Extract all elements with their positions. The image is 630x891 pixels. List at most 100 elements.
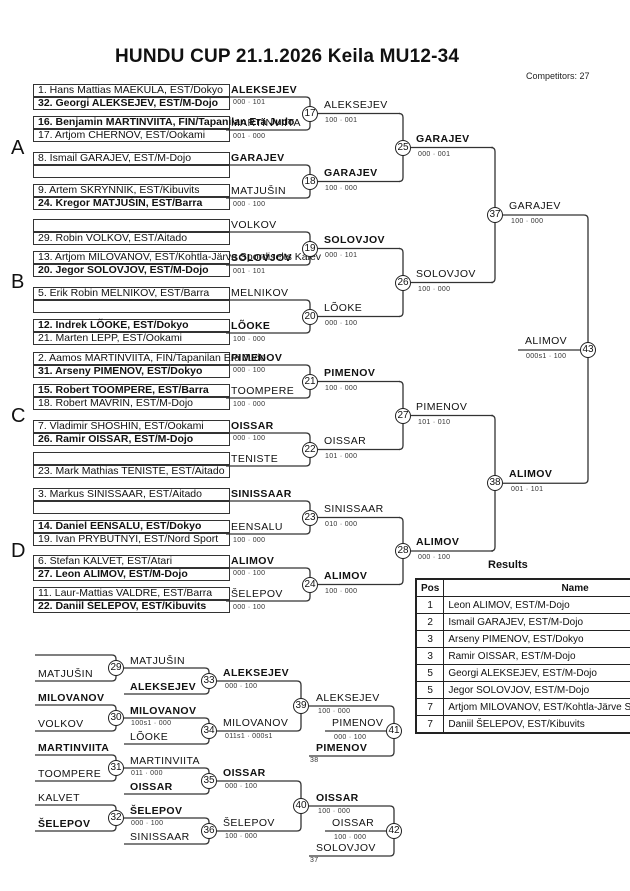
- match-number-circle: 36: [201, 823, 217, 839]
- bronze-top: ALEKSEJEV: [316, 692, 380, 704]
- competitor-entry: 11. Laur-Mattias VALDRE, EST/Barra: [33, 587, 230, 600]
- result-pos: 7: [415, 715, 445, 734]
- round1-top-name: MELNIKOV: [231, 287, 289, 299]
- round1-bottom-score: 000 · 100: [233, 604, 266, 611]
- bronze-winner-score: 100 · 000: [334, 834, 367, 841]
- competitor-entry: 29. Robin VOLKOV, EST/Aitado: [33, 232, 230, 245]
- competitor-entry: 23. Mark Mathias TENISTE, EST/Aitado: [33, 465, 230, 478]
- repechage-r1-bottom: VOLKOV: [38, 718, 84, 730]
- result-pos: 3: [415, 630, 445, 648]
- match-number-circle: 35: [201, 773, 217, 789]
- result-name: Daniil ŠELEPOV, EST/Kibuvits: [443, 715, 630, 734]
- repechage-r1-top: KALVET: [38, 792, 80, 804]
- bronze-bottom: PIMENOV: [316, 742, 368, 754]
- match-number-circle: 30: [108, 710, 124, 726]
- competitor-entry: 26. Ramir OISSAR, EST/M-Dojo: [33, 433, 230, 446]
- bronze-winner: OISSAR: [332, 817, 375, 829]
- bronze-ref-number: 38: [310, 757, 319, 764]
- pool-label-d: D: [11, 540, 26, 562]
- match-number-circle: 27: [395, 407, 411, 424]
- result-name: Artjom MILOVANOV, EST/Kohtla-Järve Spord…: [443, 698, 630, 716]
- match-number-circle: 31: [108, 760, 124, 776]
- bronze-winner-score: 000 · 100: [334, 734, 367, 741]
- match-number-circle: 38: [487, 475, 503, 492]
- pool-label-b: B: [11, 271, 25, 293]
- round4-score: 100 · 000: [511, 218, 544, 225]
- round3-score: 101 · 010: [418, 418, 451, 426]
- repechage-r2-score: 000 · 100: [131, 820, 164, 827]
- result-pos: 7: [415, 698, 445, 716]
- round1-top-score: 000 · 100: [233, 570, 266, 577]
- round2-name: SOLOVJOV: [324, 233, 385, 246]
- repechage-r3-bottom: ŠELEPOV: [223, 817, 275, 829]
- competitor-entry: 22. Daniil ŠELEPOV, EST/Kibuvits: [33, 600, 230, 613]
- round2-score: 101 · 000: [325, 452, 358, 460]
- competitor-entry: 27. Leon ALIMOV, EST/M-Dojo: [33, 568, 230, 581]
- match-number-circle: 20: [302, 308, 318, 325]
- match-number-circle: 23: [302, 509, 318, 526]
- round1-bottom-name: EENSALU: [231, 521, 283, 533]
- result-pos: 1: [415, 596, 445, 614]
- competitor-entry: 16. Benjamin MARTINVIITA, FIN/Tapanilan …: [33, 116, 294, 129]
- competitor-entry: 32. Georgi ALEKSEJEV, EST/M-Dojo: [33, 97, 230, 110]
- competitors-count: Competitors: 27: [526, 71, 590, 81]
- match-number-circle: 34: [201, 723, 217, 739]
- competitor-entry: 7. Vladimir SHOSHIN, EST/Ookami: [33, 420, 230, 433]
- round2-score: 100 · 000: [325, 184, 358, 192]
- bronze-top-score: 100 · 000: [318, 708, 351, 715]
- repechage-r2-top: ŠELEPOV: [130, 805, 183, 817]
- bronze-winner: PIMENOV: [332, 717, 384, 729]
- result-pos: 5: [415, 664, 445, 682]
- round2-name: PIMENOV: [324, 366, 376, 379]
- repechage-r2-bottom: ALEKSEJEV: [130, 681, 197, 693]
- competitor-entry: 12. Indrek LÕOKE, EST/Dokyo: [33, 319, 230, 332]
- round1-bottom-name: TOOMPERE: [231, 385, 295, 397]
- round4-name: GARAJEV: [509, 200, 561, 212]
- result-name: Georgi ALEKSEJEV, EST/M-Dojo: [443, 664, 630, 682]
- results-header-pos: Pos: [415, 578, 445, 597]
- repechage-r2-score: 011 · 000: [131, 770, 163, 777]
- competitor-entry: 13. Artjom MILOVANOV, EST/Kohtla-Järve S…: [33, 251, 321, 264]
- competitor-entry: 3. Markus SINISSAAR, EST/Aitado: [33, 488, 230, 501]
- result-name: Arseny PIMENOV, EST/Dokyo: [443, 630, 630, 648]
- round1-top-name: SINISSAAR: [231, 488, 292, 500]
- round2-score: 000 · 100: [325, 319, 358, 327]
- round2-score: 100 · 000: [325, 384, 358, 392]
- results-header-row: Pos Name: [415, 578, 630, 597]
- round1-top-score: 000 · 101: [233, 99, 266, 106]
- result-pos: 5: [415, 681, 445, 699]
- match-number-circle: 17: [302, 105, 318, 122]
- bronze-top-score: 100 · 000: [318, 808, 351, 815]
- round2-score: 100 · 001: [325, 116, 358, 124]
- round1-top-name: GARAJEV: [231, 152, 285, 164]
- repechage-r1-bottom: TOOMPERE: [38, 768, 102, 780]
- competitor-entry: [33, 501, 230, 514]
- round1-top-name: OISSAR: [231, 420, 274, 432]
- round1-top-score: 000 · 100: [233, 367, 266, 374]
- match-number-circle: 22: [302, 441, 318, 458]
- repechage-r2-bottom: LÕOKE: [130, 731, 169, 743]
- competitor-entry: 24. Kregor MATJUŠIN, EST/Barra: [33, 197, 230, 210]
- match-number-circle: 25: [395, 139, 411, 156]
- match-number-circle: 41: [386, 723, 402, 739]
- match-number-circle: 26: [395, 274, 411, 291]
- competitor-entry: 8. Ismail GARAJEV, EST/M-Dojo: [33, 152, 230, 165]
- repechage-r2-bottom: OISSAR: [130, 781, 173, 793]
- repechage-r3-bscore: 100 · 000: [225, 833, 258, 840]
- repechage-r2-top: MILOVANOV: [130, 705, 197, 717]
- repechage-r1-bottom: ŠELEPOV: [38, 818, 91, 830]
- repechage-r3-top: ALEKSEJEV: [223, 667, 290, 679]
- round2-name: ALEKSEJEV: [324, 98, 388, 111]
- round1-top-name: VOLKOV: [231, 219, 277, 231]
- round3-score: 100 · 000: [418, 285, 451, 293]
- result-pos: 3: [415, 647, 445, 665]
- round1-bottom-name: MATJUŠIN: [231, 185, 286, 197]
- round2-score: 010 · 000: [325, 520, 358, 528]
- competitor-entry: [33, 219, 230, 232]
